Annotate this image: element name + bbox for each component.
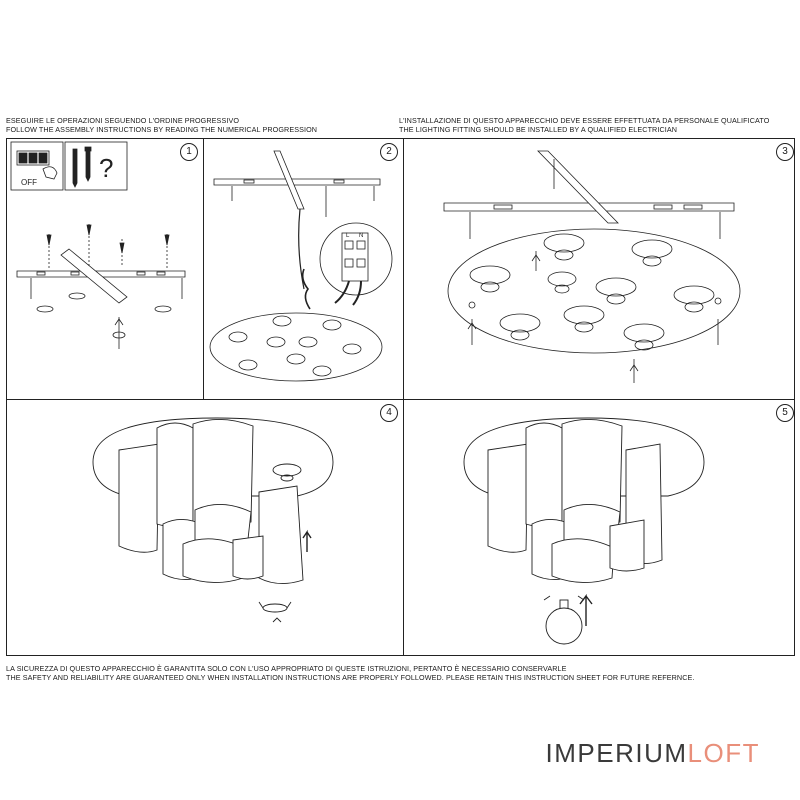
canopy-plate <box>447 228 741 354</box>
brand-logo: IMPERIUMLOFT <box>546 738 760 769</box>
mounting-bracket-cross <box>16 224 186 349</box>
header-left-italian: ESEGUIRE LE OPERAZIONI SEGUENDO L'ORDINE… <box>6 116 240 125</box>
header-left-english: FOLLOW THE ASSEMBLY INSTRUCTIONS BY READ… <box>6 125 318 134</box>
panel-step-1: OFF ? <box>7 139 202 398</box>
panel-step-3 <box>404 139 794 398</box>
footer-english: THE SAFETY AND RELIABILITY ARE GUARANTEE… <box>6 673 695 682</box>
bulb-holder-detail <box>258 601 292 623</box>
power-switch-icon: OFF <box>10 141 64 191</box>
divider-horizontal <box>6 399 795 400</box>
ceiling-bracket <box>443 150 735 239</box>
panel-step-4 <box>7 400 403 655</box>
divider-center <box>403 138 404 656</box>
header-right-english: THE LIGHTING FITTING SHOULD BE INSTALLED… <box>399 125 678 134</box>
terminal-block-zoom: L N <box>319 222 393 306</box>
divider-1-2 <box>203 138 204 400</box>
panel-step-5 <box>404 400 794 655</box>
brand-part-imperium: IMPERIUM <box>545 738 688 768</box>
panel-step-2: L N <box>204 139 402 398</box>
step-number-5: 5 <box>776 404 794 422</box>
header-left: ESEGUIRE LE OPERAZIONI SEGUENDO L'ORDINE… <box>6 116 317 134</box>
question-mark: ? <box>99 153 113 183</box>
footer-notice: LA SICUREZZA DI QUESTO APPARECCHIO È GAR… <box>6 664 694 682</box>
footer-italian: LA SICUREZZA DI QUESTO APPARECCHIO È GAR… <box>6 664 567 673</box>
light-bulb-icon <box>543 595 585 645</box>
screw-anchor-icon: ? <box>64 141 128 191</box>
terminal-label-n: N <box>359 233 363 239</box>
wiring-cable <box>298 208 311 310</box>
step-number-1: 1 <box>180 143 198 161</box>
ceiling-plate-with-sockets <box>209 312 383 382</box>
instruction-frame <box>6 138 795 656</box>
off-label: OFF <box>21 178 37 187</box>
lamp-holder-sockets <box>469 233 715 351</box>
terminal-label-l: L <box>346 233 350 239</box>
glass-shades <box>487 419 663 583</box>
step-number-2: 2 <box>380 143 398 161</box>
fixing-screws <box>467 251 722 383</box>
ceiling-bracket <box>213 150 381 217</box>
glass-shades <box>118 419 304 584</box>
header-right: L'INSTALLAZIONE DI QUESTO APPARECCHIO DE… <box>399 116 769 134</box>
step-number-4: 4 <box>380 404 398 422</box>
step-number-3: 3 <box>776 143 794 161</box>
install-arrow <box>302 529 312 552</box>
header-right-italian: L'INSTALLAZIONE DI QUESTO APPARECCHIO DE… <box>399 116 770 125</box>
install-arrow <box>579 593 593 626</box>
brand-part-loft: LOFT <box>687 738 760 768</box>
